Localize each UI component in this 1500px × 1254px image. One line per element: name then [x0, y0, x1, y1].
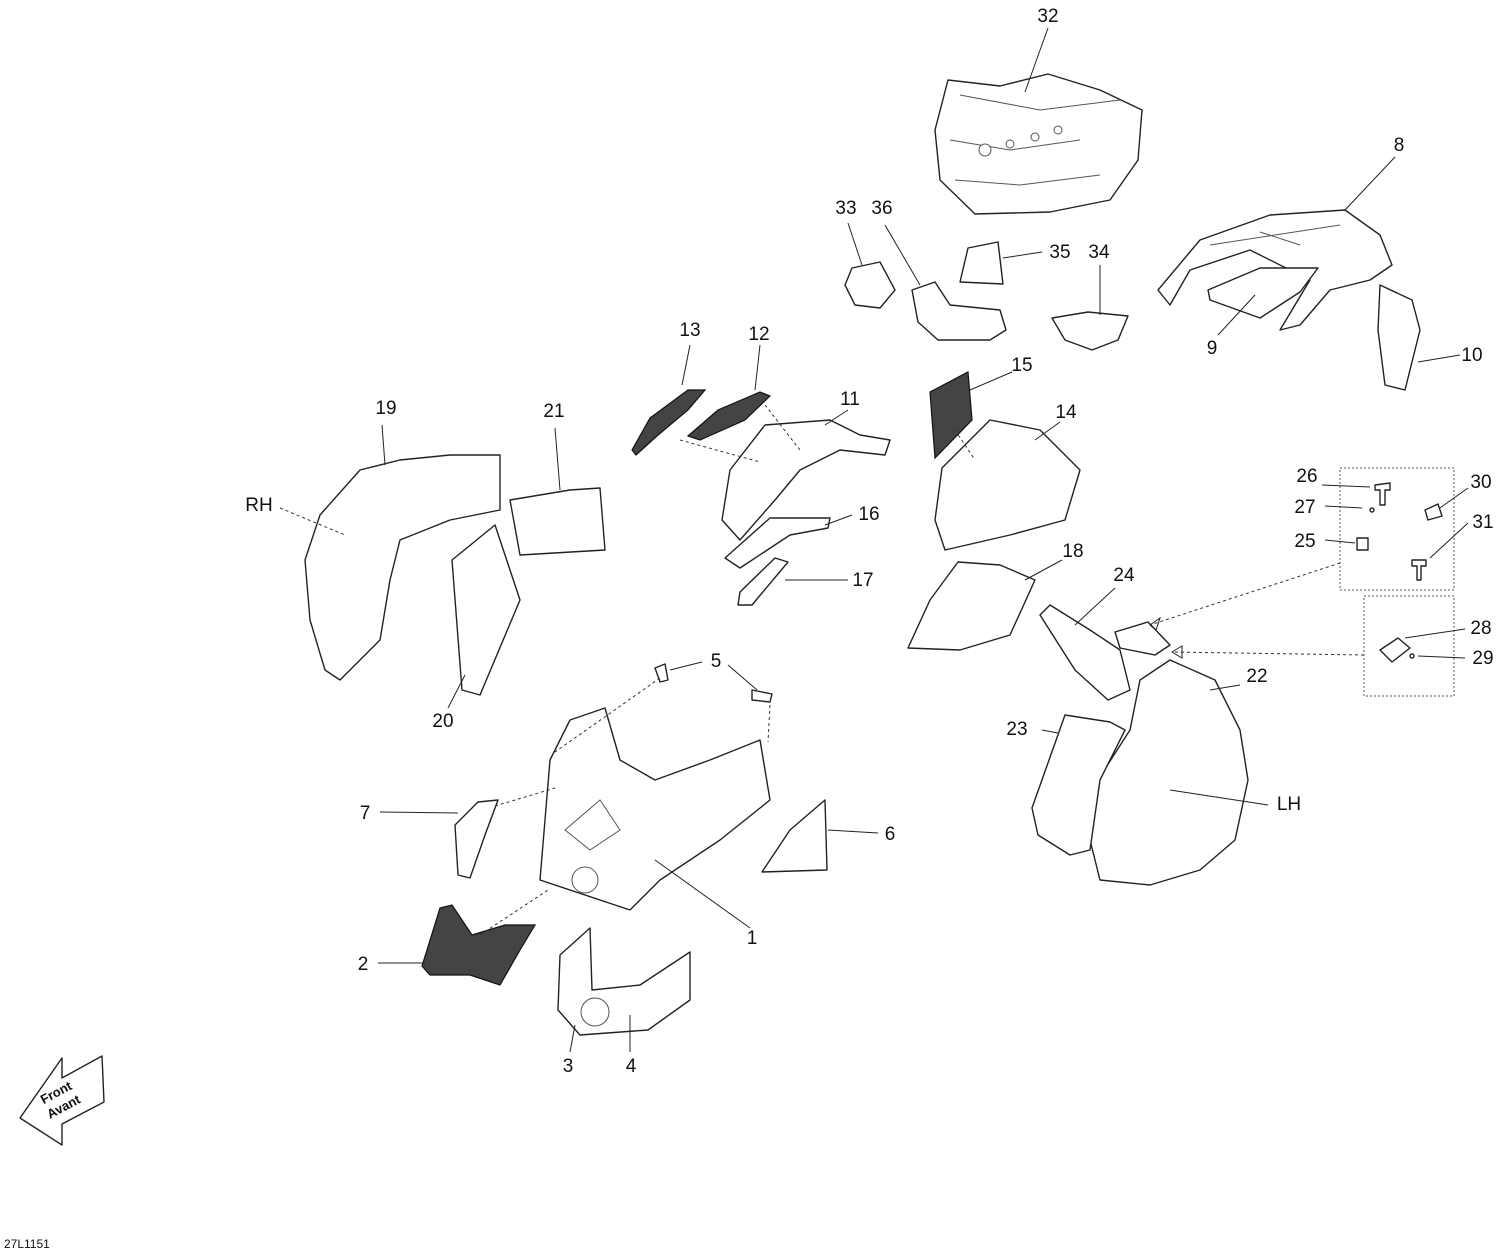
part-23: [1031, 714, 1126, 856]
callout-3: 3: [563, 1056, 574, 1077]
part-29-washer: [1409, 653, 1415, 659]
part-20: [451, 524, 521, 696]
part-6: [761, 799, 828, 873]
part-3-4-lower-skirt: [557, 927, 691, 1036]
callout-17: 17: [852, 570, 873, 591]
part-31-bolt: [1411, 559, 1427, 581]
callout-34: 34: [1088, 242, 1110, 263]
part-22-lh-panel: [1084, 659, 1249, 886]
callout-21: 21: [543, 401, 564, 422]
leader-lines: [279, 27, 1469, 1053]
callout-29: 29: [1472, 648, 1493, 669]
part-30-clip: [1424, 503, 1443, 521]
callout-14: 14: [1055, 402, 1077, 423]
part-17: [737, 557, 789, 606]
callout-24: 24: [1113, 565, 1135, 586]
part-24: [1039, 604, 1131, 701]
part-27-washer: [1369, 507, 1375, 513]
callout-1: 1: [747, 928, 758, 949]
callout-11: 11: [840, 389, 860, 410]
part-1-front-nose: [539, 707, 771, 911]
part-19-rh-panel: [304, 454, 501, 681]
part-8-dash-frame: [1157, 209, 1393, 331]
part-5-clip-left: [654, 663, 669, 683]
callout-19: 19: [375, 398, 396, 419]
callout-27: 27: [1294, 497, 1315, 518]
part-5-clip-right: [751, 689, 773, 703]
part-36: [911, 281, 1007, 341]
callout-25: 25: [1294, 531, 1315, 552]
part-15-mesh: [929, 371, 973, 460]
part-9: [1207, 267, 1319, 319]
part-34: [1051, 311, 1129, 351]
callout-28: 28: [1470, 618, 1491, 639]
part-13-mesh: [631, 389, 707, 456]
label-lh: LH: [1277, 794, 1301, 815]
callout-33: 33: [835, 198, 856, 219]
callout-23: 23: [1006, 719, 1027, 740]
callout-7: 7: [360, 803, 371, 824]
callout-4: 4: [626, 1056, 637, 1077]
callout-2: 2: [358, 954, 369, 975]
callout-12: 12: [748, 324, 769, 345]
callout-6: 6: [885, 824, 896, 845]
drawing-code: 27L1151: [4, 1237, 50, 1251]
callout-22: 22: [1246, 666, 1267, 687]
callout-15: 15: [1011, 355, 1032, 376]
part-35: [959, 241, 1004, 285]
callout-36: 36: [871, 198, 892, 219]
part-33: [844, 261, 896, 309]
assembly-lines: [479, 404, 1365, 936]
part-18: [907, 561, 1036, 651]
part-11: [721, 419, 891, 541]
part-16: [724, 517, 831, 569]
callout-20: 20: [432, 711, 453, 732]
hardware-box-upper: [1339, 467, 1455, 591]
part-2-grille: [421, 904, 537, 986]
callout-16: 16: [858, 504, 879, 525]
callout-8: 8: [1394, 135, 1405, 156]
hardware-box-lower: [1363, 595, 1455, 697]
part-24-bracket: [1114, 621, 1171, 656]
callout-13: 13: [679, 320, 700, 341]
front-arrow-icon: [19, 1055, 105, 1146]
callout-35: 35: [1049, 242, 1070, 263]
callout-31: 31: [1472, 512, 1493, 533]
part-32-windshield: [934, 73, 1143, 215]
part-7: [454, 799, 499, 879]
callout-32: 32: [1037, 6, 1058, 27]
callout-9: 9: [1207, 338, 1218, 359]
callout-5: 5: [711, 651, 722, 672]
callout-30: 30: [1470, 472, 1491, 493]
label-rh: RH: [245, 495, 272, 516]
part-25-nut: [1356, 537, 1369, 551]
part-26-screw: [1374, 482, 1391, 506]
part-12-mesh: [686, 391, 772, 441]
part-21: [509, 487, 606, 556]
part-10: [1377, 284, 1421, 391]
part-14: [934, 419, 1081, 551]
part-28-bracket: [1379, 637, 1411, 663]
callout-18: 18: [1062, 541, 1083, 562]
callout-26: 26: [1296, 466, 1317, 487]
callout-10: 10: [1461, 345, 1482, 366]
